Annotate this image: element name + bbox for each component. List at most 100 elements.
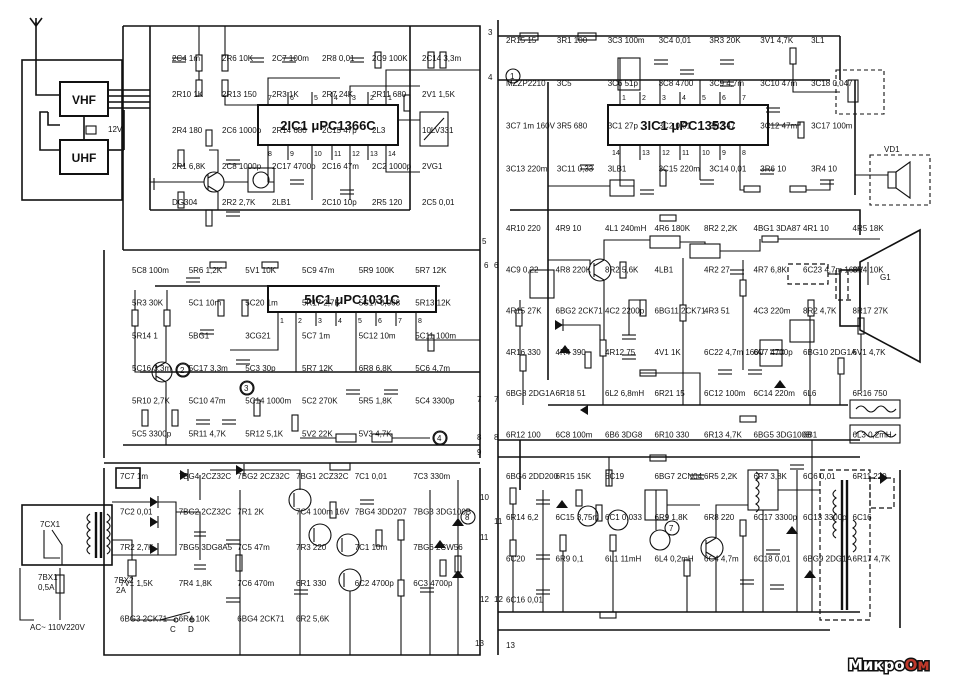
node-2: 2	[180, 366, 185, 375]
component-label: 8R17 27K	[853, 307, 889, 316]
component-label: 5R11 4,7K	[189, 429, 227, 438]
svg-text:4: 4	[338, 318, 342, 325]
component-label: 6C4 4,7m	[704, 554, 739, 563]
component-label: 2R10 1K	[172, 90, 204, 99]
component-label: 6R10 330	[655, 431, 690, 440]
fuse2-rating: 2A	[116, 586, 126, 595]
component-label: 6C3 4700p	[413, 579, 453, 588]
component-label: 7C1 10m	[355, 543, 388, 552]
component-label: 7BG6 2CW56	[413, 543, 463, 552]
component-label: 6R11 220	[853, 472, 888, 481]
component-label: 2LB1	[272, 198, 291, 207]
component-label: 6C6 0,01	[803, 472, 836, 481]
component-label: 5C1 10m	[189, 299, 222, 308]
component-label: 4R5 18K	[853, 224, 885, 233]
component-label: 5C12 10m	[359, 331, 396, 340]
node-3: 3	[244, 384, 249, 393]
svg-text:1: 1	[280, 318, 284, 325]
svg-text:2: 2	[642, 95, 646, 102]
component-label: 6R17 4,7K	[853, 554, 891, 563]
component-label: 2C8 1000p	[222, 162, 262, 171]
component-label: 6R7 3,8K	[754, 472, 788, 481]
fuse1-rating: 0,5A	[38, 583, 55, 592]
svg-text:5: 5	[314, 95, 318, 102]
ic5-components	[131, 261, 480, 445]
component-label: 5C2 270K	[302, 397, 338, 406]
watermark-part-b: Ом	[905, 656, 930, 674]
node-8: 8	[465, 513, 470, 522]
svg-text:14: 14	[612, 150, 620, 157]
component-label: 7C4 100m 16V	[296, 508, 350, 517]
component-label: 2R1 6,8K	[172, 162, 206, 171]
svg-text:10: 10	[314, 151, 322, 158]
component-label: 5C6 4,7m	[415, 364, 450, 373]
component-label: 6C15 3,75m	[556, 513, 600, 522]
component-label: 6BG2 2CK71	[556, 307, 604, 316]
component-label: 6BG4 2CK71	[237, 614, 285, 623]
component-label: 5C7 1m	[302, 331, 330, 340]
component-label: 6BG3 2CK71	[120, 614, 168, 623]
component-label: 2R13 150	[222, 90, 257, 99]
component-label: 2VG1	[422, 162, 443, 171]
component-label: 4C2 2200p	[605, 307, 645, 316]
component-label: 6C16 0,01	[506, 596, 543, 605]
component-label: 6BG9 2DG1A	[803, 554, 853, 563]
component-label: 7R1 2K	[237, 508, 264, 517]
component-label: 6R5 2,2K	[704, 472, 738, 481]
edge-node-6r: 6	[494, 261, 499, 270]
component-label: 3C14 0,01	[709, 164, 746, 173]
hout-components	[509, 415, 895, 621]
component-label: 5R6 1,2K	[189, 266, 223, 275]
component-label: 6L4 0,2mH	[655, 554, 694, 563]
component-label: 6B1	[803, 431, 818, 440]
svg-text:11: 11	[682, 150, 689, 157]
ic-2ic1-label: 2IC1 μPC1366C	[280, 118, 376, 133]
vhf-block	[59, 81, 109, 117]
component-label: 2C9 100K	[372, 54, 408, 63]
component-label: 5C3 30p	[245, 364, 276, 373]
component-label: 6V1 4,7K	[853, 348, 887, 357]
mains-label: AC~ 110V220V	[30, 623, 85, 632]
svg-text:2: 2	[298, 318, 302, 325]
component-label: 7BG4 3DD207	[355, 508, 408, 517]
component-label: 6BG7 2CN04	[655, 472, 703, 481]
component-label: 7BG1 2CZ32C	[296, 472, 349, 481]
component-label: 6BG5 3DG100B	[754, 431, 812, 440]
tuner-wiring	[39, 89, 150, 151]
component-label: 6C1 0,033	[605, 513, 642, 522]
component-label: 6C20	[506, 554, 526, 563]
component-label: 4R12 75	[605, 348, 636, 357]
component-label: 6BG8 2DG1A	[506, 389, 556, 398]
component-label: 7R2 2,7K	[120, 543, 154, 552]
edge-node-3: 3	[488, 28, 493, 37]
component-label: 7BG3 3DG100B	[413, 508, 471, 517]
svg-text:8: 8	[742, 150, 746, 157]
component-label: 7BG5 3DG8A5	[179, 543, 233, 552]
component-label: 3C11 0,33	[557, 164, 594, 173]
svg-text:5: 5	[358, 318, 362, 325]
component-label: 6BG10 2DG1A	[803, 348, 857, 357]
component-label: 4R8 220K	[556, 265, 592, 274]
component-label: 5C5 3300p	[132, 429, 172, 438]
component-label: 5C4 3300p	[415, 397, 455, 406]
svg-text:1: 1	[622, 95, 626, 102]
node-4: 4	[437, 434, 442, 443]
watermark: МикроОм	[848, 656, 930, 674]
edge-node-11: 11	[480, 533, 489, 542]
component-label: 2R6 10K	[222, 54, 254, 63]
component-label: 4BG1 3DA87	[754, 224, 802, 233]
deflection-components	[515, 214, 921, 444]
component-label: 3C15 220m	[659, 164, 701, 173]
svg-text:4: 4	[334, 95, 338, 102]
component-label: 5C9 47m	[302, 266, 335, 275]
component-label: 5C17 3,3m	[189, 364, 228, 373]
component-label: 2R8 0,01	[322, 54, 355, 63]
fuse1-label: 7BX1	[38, 573, 58, 582]
component-label: 4LB1	[655, 265, 674, 274]
power-supply	[19, 462, 464, 655]
speaker-label: VD1	[884, 145, 900, 154]
